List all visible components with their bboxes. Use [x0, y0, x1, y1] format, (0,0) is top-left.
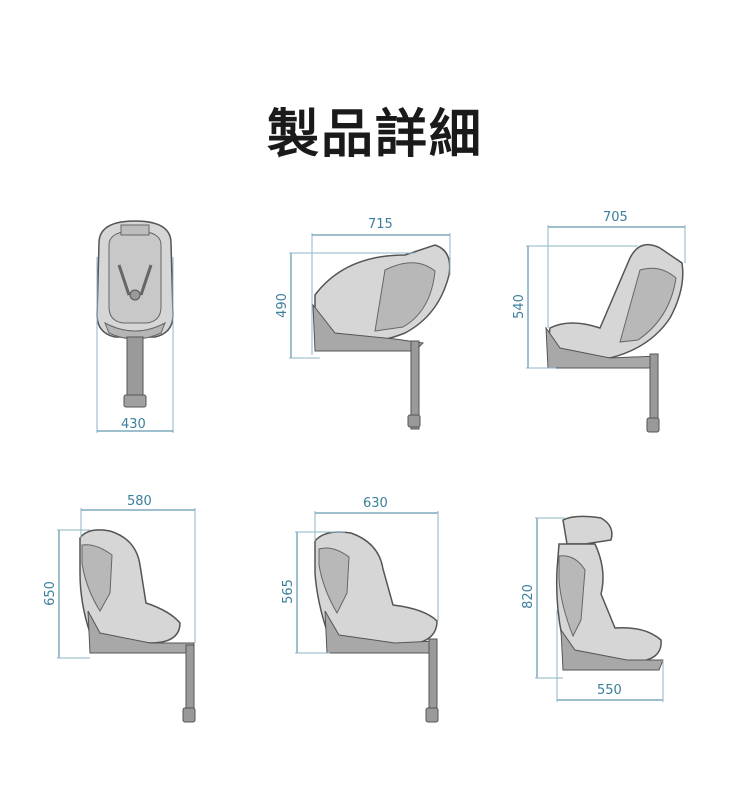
car-seat-side-illustration	[79, 529, 196, 723]
dimension-lines-front	[96, 257, 174, 433]
dimension-lines-side	[526, 225, 686, 369]
width-dimension-label: 580	[127, 494, 152, 509]
figure-rear-facing-reclined: 715 490	[275, 215, 465, 435]
figure-forward-facing-reclined: 630 565	[275, 493, 450, 728]
width-dimension-label: 550	[597, 683, 622, 698]
height-dimension-label: 650	[42, 581, 58, 606]
car-seat-side-illustration	[555, 515, 664, 671]
car-seat-front-illustration	[96, 220, 174, 408]
width-dimension-label: 630	[363, 496, 388, 511]
width-dimension-label: 430	[121, 417, 146, 432]
width-dimension-label: 715	[368, 217, 393, 232]
page-title: 製品詳細	[266, 105, 483, 165]
height-dimension-label: 490	[274, 293, 290, 318]
car-seat-side-illustration	[314, 531, 439, 723]
dimension-lines-side	[57, 508, 196, 659]
figure-forward-facing-extended: 550 820	[515, 510, 675, 710]
width-dimension-label: 705	[603, 210, 628, 225]
figure-rear-facing-upright: 705 540	[510, 208, 700, 438]
figure-front-view: 430	[85, 215, 185, 440]
car-seat-side-illustration	[312, 244, 451, 430]
height-dimension-label: 565	[280, 579, 296, 604]
dimension-lines-side	[289, 233, 451, 359]
car-seat-side-illustration	[545, 243, 684, 433]
height-dimension-label: 540	[511, 294, 527, 319]
height-dimension-label: 820	[520, 584, 536, 609]
dimension-lines-side	[535, 517, 664, 702]
dimension-lines-side	[295, 511, 439, 654]
figure-forward-facing: 580 650	[40, 493, 210, 728]
